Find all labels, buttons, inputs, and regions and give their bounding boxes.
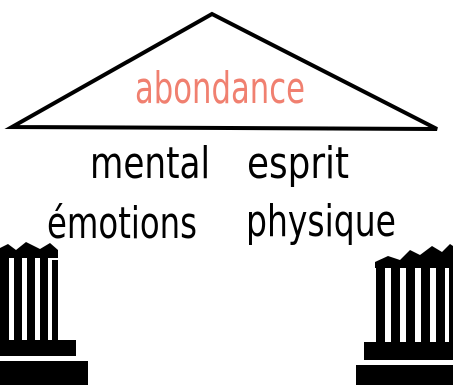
pediment-title: abondance bbox=[135, 63, 305, 114]
left-column-base-upper bbox=[0, 340, 76, 356]
left-broken-column bbox=[0, 242, 88, 385]
left-column-top bbox=[0, 242, 58, 258]
right-column-base-upper bbox=[364, 342, 453, 360]
word-esprit: esprit bbox=[247, 138, 349, 189]
left-column-base-lower bbox=[0, 361, 88, 385]
word-emotions: émotions bbox=[47, 198, 197, 249]
word-mental: mental bbox=[90, 138, 210, 189]
right-column-base-lower bbox=[356, 365, 453, 385]
word-physique: physique bbox=[246, 196, 396, 247]
right-broken-column bbox=[356, 244, 453, 385]
